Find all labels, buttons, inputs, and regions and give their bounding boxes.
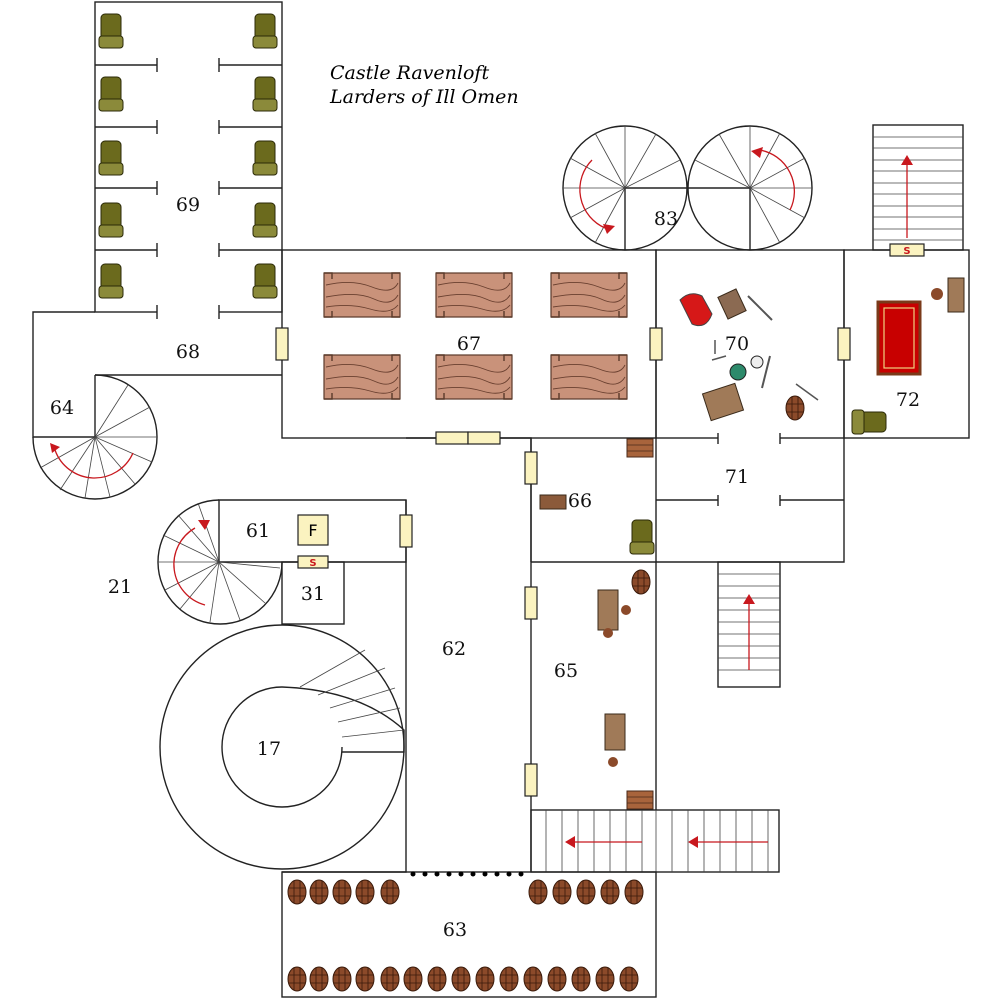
- south-staircase: [717, 561, 781, 688]
- room-63-structure: [281, 871, 657, 998]
- room-label-83: 83: [654, 208, 678, 230]
- room-label-64: 64: [50, 397, 74, 419]
- room-68-structure: [32, 311, 282, 500]
- stair-arrow-icon: [901, 155, 913, 165]
- room-17-structure: [159, 500, 407, 873]
- trap-marker[interactable]: F: [297, 514, 329, 546]
- barrel-icon: [785, 395, 805, 421]
- room-69-structure: [94, 1, 283, 322]
- east-staircase: [530, 809, 780, 873]
- room-61-structure: [157, 499, 407, 625]
- room-label-63: 63: [443, 919, 467, 941]
- room-83-structure: [562, 125, 813, 251]
- room-label-17: 17: [257, 738, 281, 760]
- room-label-31: 31: [301, 583, 325, 605]
- svg-text:S: S: [903, 246, 910, 257]
- svg-text:F: F: [308, 521, 317, 540]
- map-title: Castle Ravenloft: [330, 62, 490, 84]
- room-label-61: 61: [246, 520, 270, 542]
- room-label-69: 69: [176, 194, 200, 216]
- room-label-71: 71: [725, 466, 749, 488]
- secret-door-icon[interactable]: S: [297, 555, 329, 569]
- svg-text:S: S: [309, 558, 316, 569]
- secret-door-icon[interactable]: S: [889, 243, 925, 257]
- weapon-icon: [679, 288, 819, 422]
- room-label-62: 62: [442, 638, 466, 660]
- room-66-items: [539, 438, 655, 555]
- room-label-68: 68: [176, 341, 200, 363]
- room-label-67: 67: [457, 333, 481, 355]
- room-65-items: [597, 569, 654, 810]
- map-subtitle: Larders of Ill Omen: [330, 86, 519, 108]
- rug-icon: [851, 277, 965, 435]
- room-label-21: 21: [108, 576, 132, 598]
- room-label-70: 70: [725, 333, 749, 355]
- room-labels: 69 68 64 67 70 72 83 71 66 61 31 21 62 6…: [50, 194, 920, 941]
- north-staircase: [872, 124, 964, 251]
- room-label-65: 65: [554, 660, 578, 682]
- room-label-72: 72: [896, 389, 920, 411]
- room-label-66: 66: [568, 490, 592, 512]
